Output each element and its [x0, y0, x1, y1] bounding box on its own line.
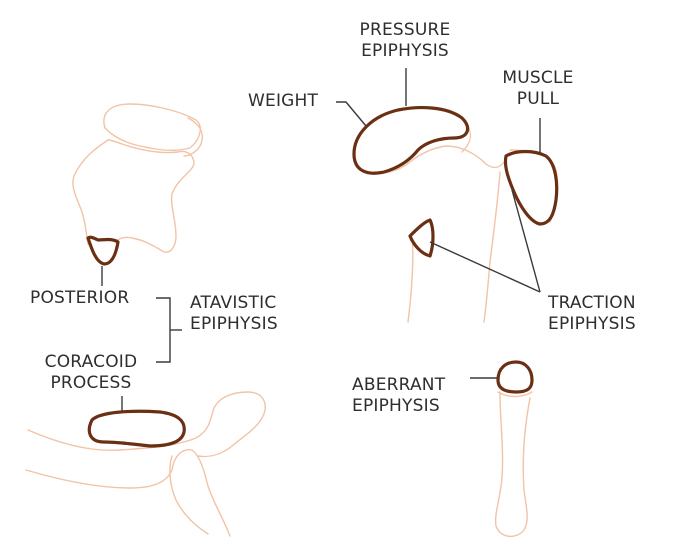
femur-neck-and-shaft: [369, 145, 507, 175]
posterior-bracket-arm: [156, 297, 171, 363]
aberrant-epiphysis-label: ABERRANT EPIPHYSIS: [352, 375, 445, 417]
femur-shaft-medial: [407, 231, 414, 323]
pressure-label-line-2: EPIPHYSIS: [361, 41, 449, 61]
traction-label-line-2: EPIPHYSIS: [548, 314, 636, 334]
aberrant-epiphysis: [496, 360, 534, 394]
atavistic-epiphysis-label: ATAVISTIC EPIPHYSIS: [190, 293, 278, 335]
pressure-label-line-1: PRESSURE: [359, 20, 451, 40]
upper-left-bone: [72, 103, 204, 266]
upper-left-bone-cap: [103, 103, 201, 151]
pressure-epiphysis: [352, 106, 470, 175]
posterior-epiphysis: [86, 235, 120, 266]
posterior-label-text: POSTERIOR: [30, 288, 130, 308]
muscle-pull-traction-epiphysis: [503, 149, 559, 226]
femur-proximal: [352, 106, 559, 323]
posterior-label: POSTERIOR: [30, 288, 129, 309]
leader-lines: [101, 68, 541, 363]
weight-leader: [336, 101, 367, 127]
phalanx: [470, 360, 534, 537]
upper-left-bone-body: [72, 139, 195, 253]
atavistic-label-line-2: EPIPHYSIS: [190, 314, 278, 334]
lower-left-bone: [25, 391, 266, 537]
traction-leader-lower: [429, 241, 541, 293]
traction-label-line-1: TRACTION: [548, 293, 636, 313]
upper-left-bone-cap-rim: [183, 117, 204, 157]
muscle-pull-label: MUSCLE PULL: [488, 68, 588, 110]
pressure-epiphysis-label: PRESSURE EPIPHYSIS: [340, 20, 470, 62]
muscle-label-line-1: MUSCLE: [502, 68, 574, 88]
coracoid-epiphysis: [87, 409, 186, 448]
traction-epiphysis-label: TRACTION EPIPHYSIS: [548, 293, 636, 335]
weight-label: WEIGHT: [248, 91, 318, 112]
phalanx-shadow: [497, 391, 533, 398]
aberrant-label-line-1: ABERRANT: [352, 375, 446, 395]
lesser-trochanter-epiphysis: [408, 218, 435, 258]
atavistic-label-line-1: ATAVISTIC: [190, 293, 277, 313]
coracoid-label-line-2: PROCESS: [50, 373, 132, 393]
lower-left-bone-process: [169, 455, 209, 535]
coracoid-process-label: CORACOID PROCESS: [28, 352, 154, 394]
coracoid-label-line-1: CORACOID: [44, 352, 138, 372]
femur-shaft-lateral: [483, 171, 501, 323]
phalanx-shaft: [494, 391, 531, 537]
aberrant-label-line-2: EPIPHYSIS: [352, 396, 440, 416]
muscle-label-line-2: PULL: [516, 89, 560, 109]
lower-left-bone-blade: [27, 391, 266, 458]
weight-label-text: WEIGHT: [248, 91, 319, 111]
lower-left-bone-body: [25, 449, 231, 537]
traction-leader-upper: [511, 189, 541, 293]
